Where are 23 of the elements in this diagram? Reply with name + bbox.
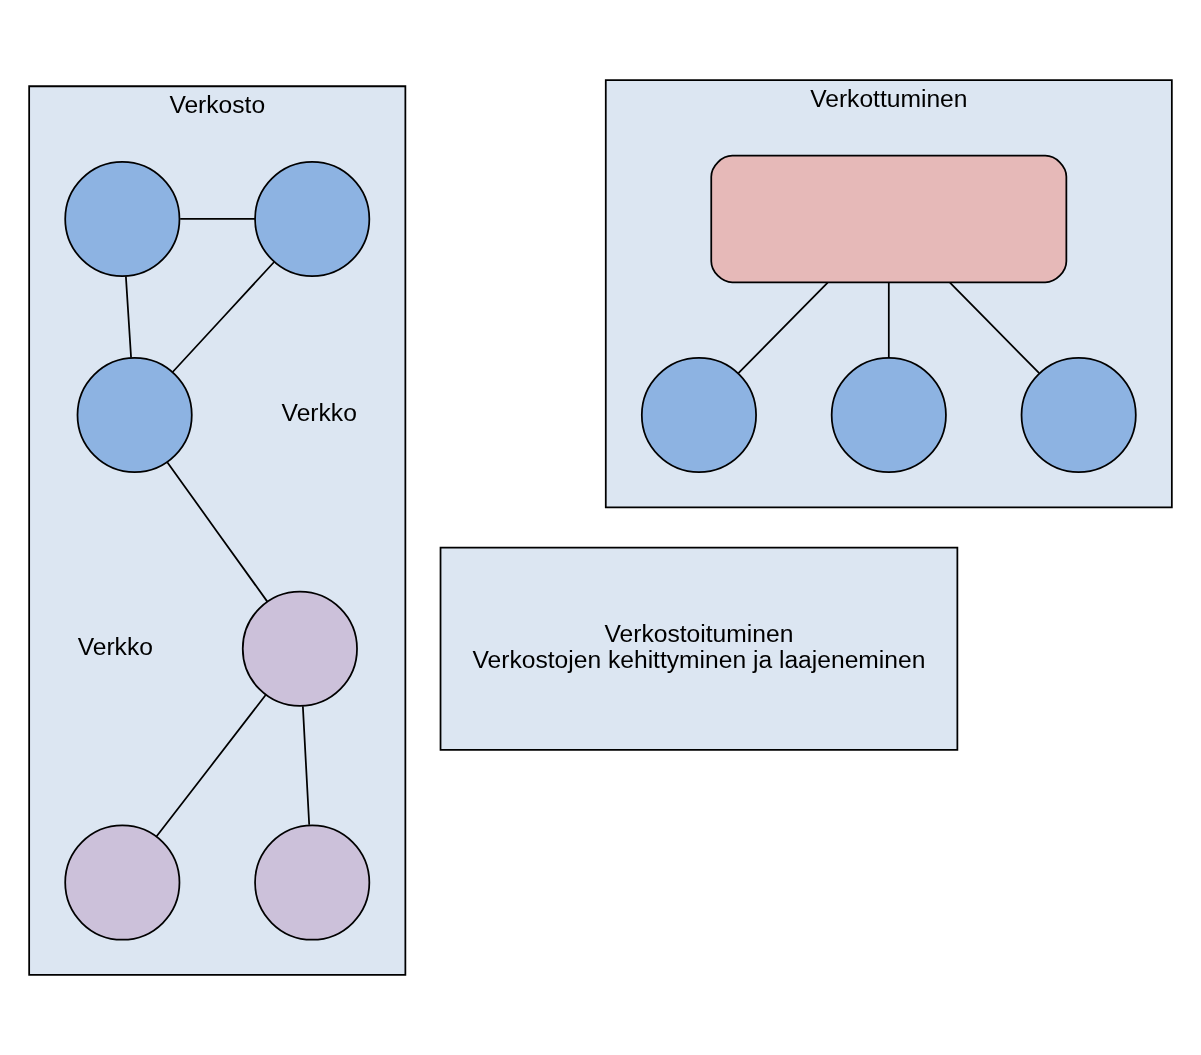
connector — [737, 281, 829, 375]
connector — [949, 281, 1041, 375]
node-circle — [1020, 357, 1137, 473]
node-circle — [64, 824, 181, 941]
node-circle — [254, 160, 371, 277]
connector — [125, 275, 132, 359]
connector — [179, 218, 256, 220]
cluster: Verkottuminen — [604, 79, 1173, 509]
label: Verkko — [77, 633, 153, 661]
connector — [887, 281, 890, 359]
connector — [155, 694, 267, 838]
node-circle — [830, 357, 947, 473]
label: Verkko — [281, 399, 357, 427]
node-circle — [64, 160, 181, 277]
connector — [171, 261, 275, 373]
connector — [166, 461, 269, 603]
node-box: Verkostoituminen Verkostojen kehittyminen ja laajeneminen — [439, 546, 959, 751]
node-circle — [640, 357, 757, 473]
node-circle — [254, 824, 371, 941]
node-circle — [76, 357, 193, 473]
connector — [302, 705, 311, 826]
node-box — [710, 154, 1068, 284]
node-circle — [241, 590, 358, 707]
